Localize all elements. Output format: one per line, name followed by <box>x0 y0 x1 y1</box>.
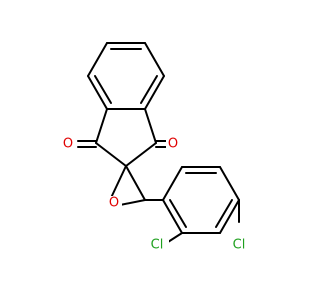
bond <box>95 142 127 167</box>
dichlorophenyl-ring <box>162 166 240 234</box>
bond <box>144 75 165 110</box>
bond <box>125 165 146 201</box>
double-bond-inner <box>215 199 233 228</box>
double-bond-inner <box>94 75 112 104</box>
oxygen-label: O <box>168 137 178 152</box>
five-membered-ring <box>95 108 157 167</box>
double-bond-inner <box>169 199 187 228</box>
chlorine-label: Cl <box>151 238 164 253</box>
carbonyl-left <box>77 140 97 148</box>
chlorine-label: Cl <box>233 238 246 253</box>
atom-label-o-left: O <box>61 136 75 152</box>
bond <box>162 199 183 234</box>
atom-label-cl-para: Cl <box>227 237 251 253</box>
bond <box>109 165 127 201</box>
epoxide-ring <box>109 165 146 206</box>
oxygen-label: O <box>109 196 119 211</box>
chemical-structure-diagram: O O O Cl Cl <box>61 42 251 253</box>
bond <box>219 199 240 234</box>
bond <box>119 199 146 206</box>
carbonyl-right <box>155 140 167 148</box>
double-bond-inner <box>140 75 158 104</box>
indane-benzene-ring <box>87 42 165 110</box>
bond <box>125 142 157 167</box>
bond <box>87 42 108 77</box>
atom-label-cl-ortho: Cl <box>145 237 169 253</box>
bond <box>95 108 108 144</box>
atom-label-o-epoxide: O <box>108 196 122 212</box>
bond <box>167 232 183 243</box>
atom-label-o-right: O <box>166 136 180 152</box>
bond <box>87 75 108 110</box>
oxygen-label: O <box>63 137 73 152</box>
bond <box>144 42 165 77</box>
bond <box>144 108 157 144</box>
bond <box>162 166 183 201</box>
bond <box>219 166 240 201</box>
